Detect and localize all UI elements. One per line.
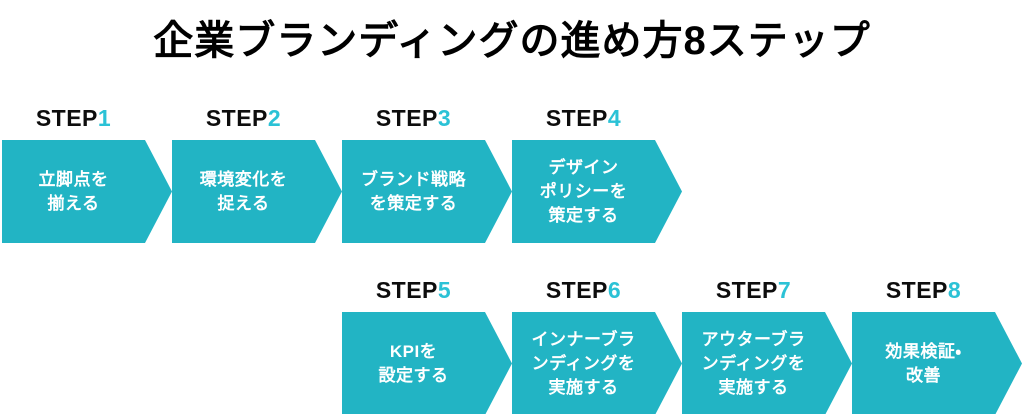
step-4-label: STEP4 <box>512 105 655 133</box>
step-5: STEP5 KPIを 設定する <box>342 277 512 414</box>
step-7-arrow: アウターブラ ンディングを 実施する <box>682 312 852 414</box>
step-text-line: 実施する <box>718 377 789 397</box>
step-2-arrow-text: 環境変化を 捉える <box>172 168 315 216</box>
step-6-arrow: インナーブラ ンディングを 実施する <box>512 312 682 414</box>
step-8-arrow-text: 効果検証・ 改善 <box>852 340 995 388</box>
step-1: STEP1 立脚点を 揃える <box>2 105 172 243</box>
page-title: 企業ブランディングの進め方8ステップ <box>153 19 871 63</box>
step-3-arrow: ブランド戦略 を策定する <box>342 140 512 243</box>
step-3-label: STEP3 <box>342 105 485 133</box>
step-7: STEP7 アウターブラ ンディングを 実施する <box>682 277 852 414</box>
step-number: 1 <box>97 105 112 131</box>
step-label-text: STEP <box>375 277 438 303</box>
step-6-label: STEP6 <box>512 277 655 305</box>
step-4: STEP4 デザイン ポリシーを 策定する <box>512 105 682 243</box>
step-7-arrow-text: アウターブラ ンディングを 実施する <box>682 328 825 400</box>
step-2-arrow: 環境変化を 捉える <box>172 140 342 243</box>
step-text-line: 捉える <box>217 193 270 213</box>
step-text-line: 揃える <box>47 193 100 213</box>
step-5-label: STEP5 <box>342 277 485 305</box>
step-6: STEP6 インナーブラ ンディングを 実施する <box>512 277 682 414</box>
step-text-line: 環境変化を <box>199 169 288 189</box>
step-label-text: STEP <box>545 105 608 131</box>
step-text-line: ブランド戦略 <box>361 169 466 189</box>
step-number: 5 <box>437 277 452 303</box>
step-1-label: STEP1 <box>2 105 145 133</box>
step-1-arrow: 立脚点を 揃える <box>2 140 172 243</box>
step-label-text: STEP <box>885 277 948 303</box>
step-label-text: STEP <box>205 105 268 131</box>
step-1-arrow-text: 立脚点を 揃える <box>2 168 145 216</box>
step-3-arrow-text: ブランド戦略 を策定する <box>342 168 485 216</box>
step-6-arrow-text: インナーブラ ンディングを 実施する <box>512 328 655 400</box>
step-7-label: STEP7 <box>682 277 825 305</box>
step-3: STEP3 ブランド戦略 を策定する <box>342 105 512 243</box>
step-text-line: 効果検証・ <box>885 341 962 361</box>
step-8-label: STEP8 <box>852 277 995 305</box>
step-text-line: アウターブラ <box>701 329 806 349</box>
step-text-line: ンディングを <box>701 353 806 373</box>
step-label-text: STEP <box>715 277 778 303</box>
step-number: 2 <box>267 105 282 131</box>
step-text-line: 立脚点を <box>38 169 109 189</box>
step-5-arrow-text: KPIを 設定する <box>342 340 485 388</box>
step-number: 4 <box>607 105 622 131</box>
step-text-line: インナーブラ <box>531 329 636 349</box>
step-label-text: STEP <box>35 105 98 131</box>
step-text-line: ポリシーを <box>539 181 628 201</box>
step-text-line: を策定する <box>369 193 458 213</box>
step-8-arrow: 効果検証・ 改善 <box>852 312 1022 414</box>
step-number: 3 <box>437 105 452 131</box>
step-text-line: 策定する <box>548 205 619 225</box>
step-text-line: KPIを <box>389 341 438 361</box>
step-label-text: STEP <box>545 277 608 303</box>
step-text-line: 改善 <box>906 365 941 385</box>
step-number: 8 <box>947 277 962 303</box>
step-4-arrow: デザイン ポリシーを 策定する <box>512 140 682 243</box>
step-5-arrow: KPIを 設定する <box>342 312 512 414</box>
step-text-line: ンディングを <box>531 353 636 373</box>
step-4-arrow-text: デザイン ポリシーを 策定する <box>512 156 655 228</box>
step-2: STEP2 環境変化を 捉える <box>172 105 342 243</box>
step-number: 6 <box>607 277 622 303</box>
step-2-label: STEP2 <box>172 105 315 133</box>
step-number: 7 <box>777 277 792 303</box>
step-8: STEP8 効果検証・ 改善 <box>852 277 1022 414</box>
step-text-line: 設定する <box>378 365 449 385</box>
step-label-text: STEP <box>375 105 438 131</box>
step-text-line: デザイン <box>548 157 619 177</box>
step-text-line: 実施する <box>548 377 619 397</box>
